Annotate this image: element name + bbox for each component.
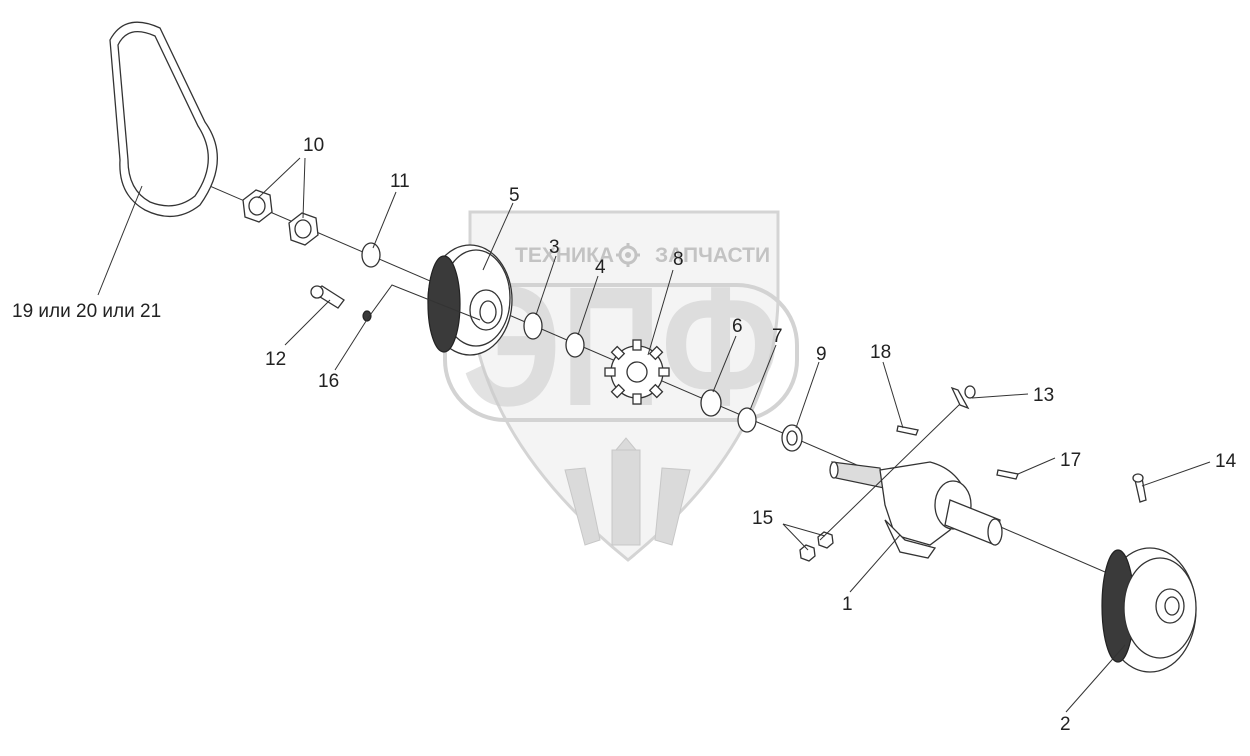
callout-labels: 10 11 19 или 20 или 21 5 3 4 8 6 7 9 12 … [12,135,1237,735]
callout-17: 17 [1060,450,1081,471]
callout-9: 9 [816,344,827,365]
callout-16: 16 [318,371,339,392]
pin-18 [896,425,919,436]
callout-13: 13 [1033,385,1054,406]
callout-6: 6 [732,316,743,337]
bolt-13 [950,385,976,410]
sprocket-8 [604,339,670,405]
watermark-brand-right: ЗАПЧАСТИ [655,244,770,267]
watermark-wheat-icon [564,437,691,546]
pulley-5 [427,244,513,356]
bolt-14 [1132,473,1147,503]
bushing-9 [781,424,803,452]
ring-6 [700,389,722,417]
ring-7 [737,407,757,433]
callout-12: 12 [265,349,286,370]
hex-nut-2 [288,212,319,246]
callout-15: 15 [752,508,773,529]
callout-1: 1 [842,594,853,615]
callout-2: 2 [1060,714,1071,735]
o-ring-4 [565,332,585,358]
callout-3: 3 [549,237,560,258]
o-ring-3 [523,312,543,340]
nut-15b [817,531,834,549]
callout-14: 14 [1215,451,1237,472]
callout-7: 7 [772,326,783,347]
nut-15a [799,544,816,562]
callout-5: 5 [509,185,520,206]
ring-11 [361,242,381,268]
callout-8: 8 [673,249,684,270]
pin-17 [996,469,1019,480]
gear-icon [616,243,640,267]
shaft-axis-line [167,167,1171,601]
shaft-housing-1 [829,461,1003,559]
bolt-12 [310,285,345,309]
washer-16 [362,310,372,322]
callout-19-20-21: 19 или 20 или 21 [12,301,161,322]
watermark-logo-letters: ЭПФ [462,252,780,442]
leader-lines [97,157,1211,713]
watermark-brand-left: ТЕХНИКА [515,244,614,267]
callout-10: 10 [303,135,324,156]
pulley-2 [1101,547,1197,673]
callout-18: 18 [870,342,891,363]
callout-4: 4 [595,257,606,278]
callout-11: 11 [390,171,410,192]
hex-nut-1 [242,189,273,223]
v-belt [109,21,218,217]
